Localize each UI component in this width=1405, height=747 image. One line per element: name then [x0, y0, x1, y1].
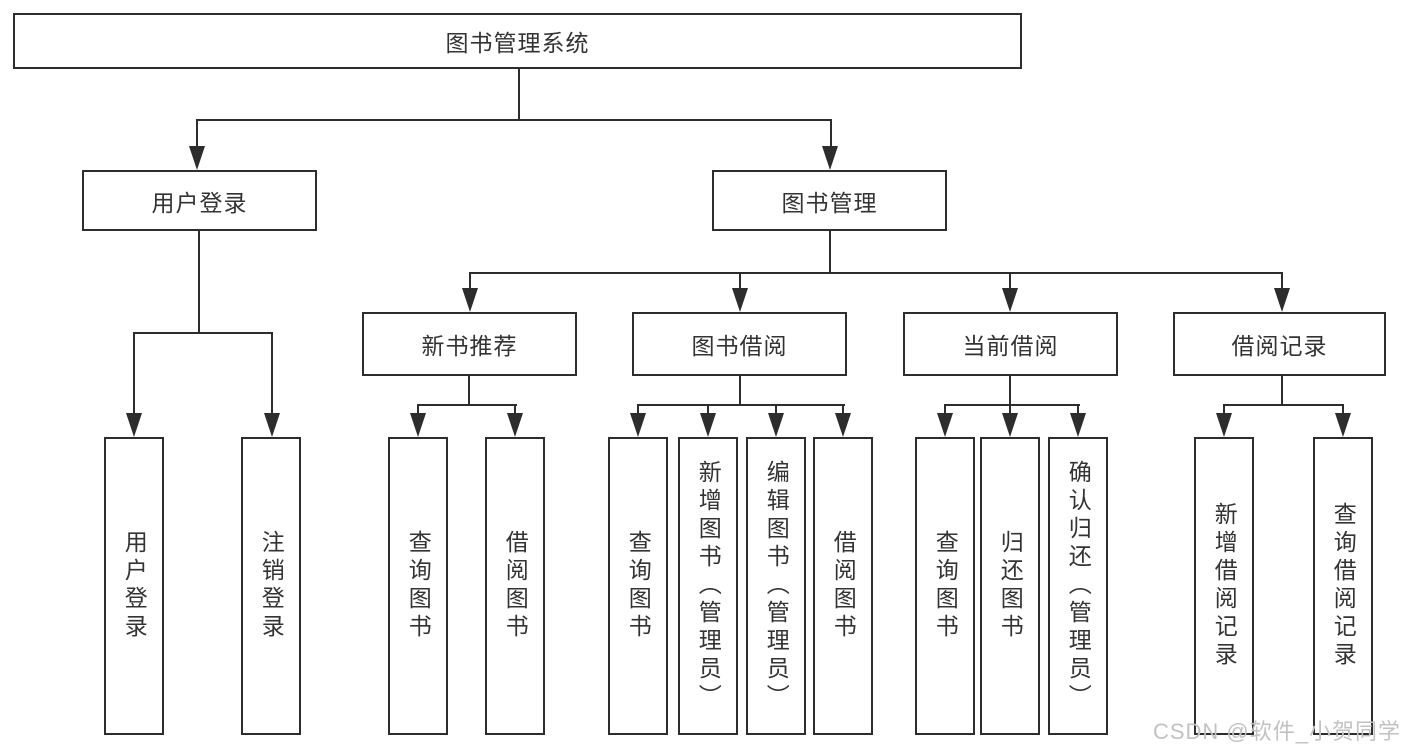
leaf-recommend-borrow-books: 借阅图书: [485, 437, 545, 735]
connector-line: [739, 376, 741, 406]
connector-line: [944, 404, 1080, 406]
leaf-logout-label: 注销登录: [258, 530, 285, 642]
csdn-watermark: CSDN @软件_小贺同学: [1152, 719, 1401, 744]
arrowhead-down-icon: [700, 413, 716, 437]
node-new-book-recommend: 新书推荐: [362, 312, 577, 376]
node-user-login-label: 用户登录: [151, 189, 248, 216]
connector-line: [1223, 404, 1343, 406]
connector-line: [196, 119, 198, 149]
connector-line: [469, 272, 471, 292]
connector-line: [1009, 272, 1011, 292]
arrowhead-down-icon: [1002, 413, 1018, 437]
connector-line: [133, 332, 135, 416]
node-user-login: 用户登录: [82, 170, 317, 231]
node-borrow-records: 借阅记录: [1173, 312, 1386, 376]
connector-line: [1281, 272, 1283, 292]
leaf-add-books-admin: 新增图书（管理员）: [678, 437, 738, 735]
leaf-recommend-query-books-label: 查询图书: [405, 530, 432, 642]
node-root-label: 图书管理系统: [445, 30, 590, 56]
node-book-management: 图书管理: [712, 170, 947, 231]
connector-line: [829, 231, 831, 274]
leaf-user-login: 用户登录: [104, 437, 164, 735]
leaf-borrowing-query-books: 查询图书: [608, 437, 668, 735]
arrowhead-down-icon: [410, 413, 426, 437]
leaf-return-books-label: 归还图书: [997, 530, 1024, 642]
leaf-query-borrow-record: 查询借阅记录: [1313, 437, 1373, 735]
leaf-confirm-return-admin-label: 确认归还（管理员）: [1065, 460, 1092, 712]
leaf-edit-books-admin-label: 编辑图书（管理员）: [763, 460, 790, 712]
node-current-borrowing: 当前借阅: [903, 312, 1118, 376]
connector-line: [518, 69, 520, 120]
leaf-recommend-borrow-books-label: 借阅图书: [502, 530, 529, 642]
connector-line: [271, 332, 273, 416]
connector-line: [944, 404, 946, 417]
connector-line: [469, 272, 1283, 274]
connector-line: [198, 231, 200, 334]
arrowhead-down-icon: [462, 288, 478, 312]
leaf-user-login-label: 用户登录: [121, 530, 148, 642]
node-new-book-recommend-label: 新书推荐: [421, 333, 518, 359]
leaf-borrowing-borrow-books-label: 借阅图书: [830, 530, 857, 642]
connector-line: [775, 404, 777, 417]
leaf-recommend-query-books: 查询图书: [388, 437, 448, 735]
leaf-edit-books-admin: 编辑图书（管理员）: [746, 437, 806, 735]
connector-line: [1281, 376, 1283, 406]
arrowhead-down-icon: [1002, 288, 1018, 312]
leaf-logout: 注销登录: [241, 437, 301, 735]
arrowhead-down-icon: [1216, 413, 1232, 437]
node-borrow-records-label: 借阅记录: [1231, 333, 1328, 359]
node-book-borrowing: 图书借阅: [632, 312, 847, 376]
connector-line: [842, 404, 844, 417]
leaf-current-query-books: 查询图书: [915, 437, 975, 735]
connector-line: [196, 119, 832, 121]
leaf-add-borrow-record: 新增借阅记录: [1194, 437, 1254, 735]
connector-line: [637, 404, 845, 406]
connector-line: [830, 119, 832, 149]
arrowhead-down-icon: [732, 288, 748, 312]
leaf-confirm-return-admin: 确认归还（管理员）: [1048, 437, 1108, 735]
arrowhead-down-icon: [264, 413, 280, 437]
connector-line: [1342, 404, 1344, 417]
node-root: 图书管理系统: [13, 13, 1022, 69]
arrowhead-down-icon: [1070, 413, 1086, 437]
node-current-borrowing-label: 当前借阅: [962, 333, 1059, 359]
leaf-current-query-books-label: 查询图书: [932, 530, 959, 642]
arrowhead-down-icon: [937, 413, 953, 437]
connector-line: [133, 332, 273, 334]
arrowhead-down-icon: [507, 413, 523, 437]
leaf-add-books-admin-label: 新增图书（管理员）: [695, 460, 722, 712]
connector-line: [1009, 404, 1011, 417]
connector-line: [739, 272, 741, 292]
leaf-borrowing-borrow-books: 借阅图书: [813, 437, 873, 735]
node-book-borrowing-label: 图书借阅: [691, 333, 788, 359]
arrowhead-down-icon: [835, 413, 851, 437]
connector-line: [637, 404, 639, 417]
connector-line: [417, 404, 517, 406]
arrowhead-down-icon: [630, 413, 646, 437]
leaf-return-books: 归还图书: [980, 437, 1040, 735]
connector-line: [468, 376, 470, 406]
connector-line: [514, 404, 516, 417]
arrowhead-down-icon: [126, 413, 142, 437]
arrowhead-down-icon: [1335, 413, 1351, 437]
node-book-management-label: 图书管理: [781, 189, 878, 216]
leaf-add-borrow-record-label: 新增借阅记录: [1211, 502, 1238, 670]
leaf-query-borrow-record-label: 查询借阅记录: [1330, 502, 1357, 670]
connector-line: [1223, 404, 1225, 417]
arrowhead-down-icon: [822, 146, 838, 170]
connector-line: [1009, 376, 1011, 406]
arrowhead-down-icon: [1274, 288, 1290, 312]
connector-line: [1077, 404, 1079, 417]
arrowhead-down-icon: [189, 146, 205, 170]
connector-line: [707, 404, 709, 417]
leaf-borrowing-query-books-label: 查询图书: [625, 530, 652, 642]
connector-line: [417, 404, 419, 417]
arrowhead-down-icon: [768, 413, 784, 437]
